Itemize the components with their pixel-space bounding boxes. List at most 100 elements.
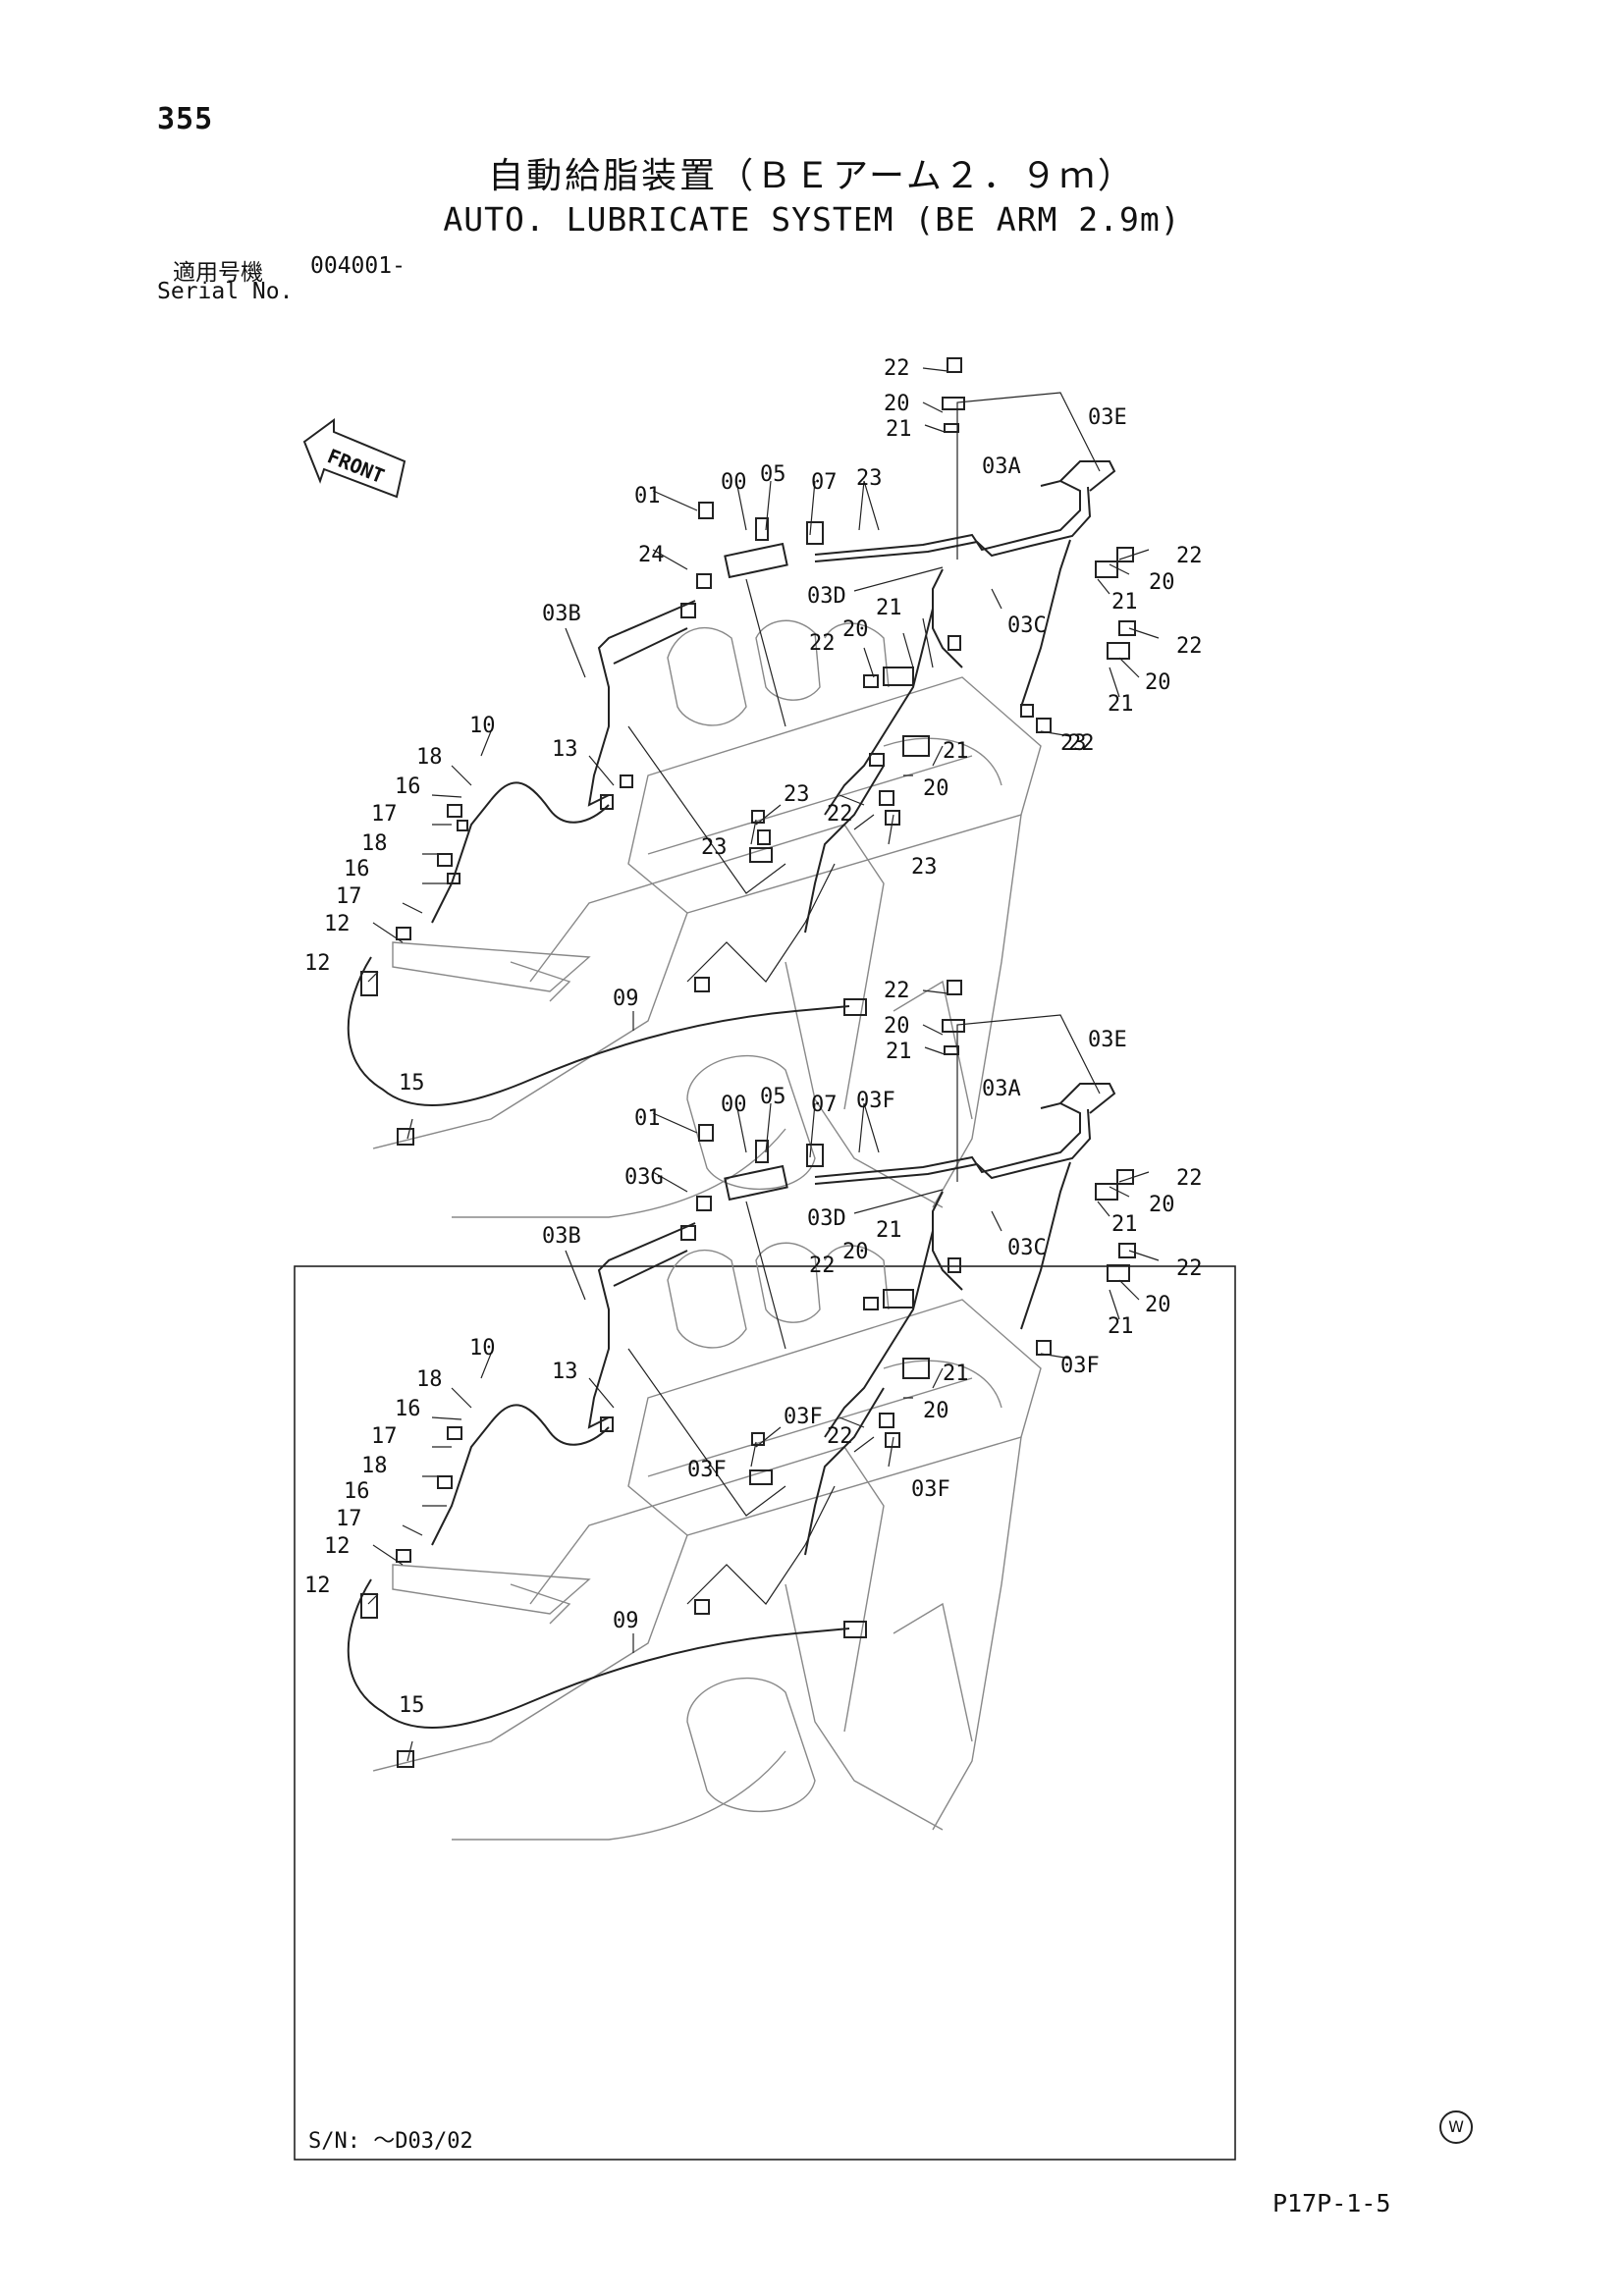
callout-label: 01 bbox=[634, 484, 661, 508]
diagram-bottom: 22 20 21 03E 03A 01 00 05 07 03F 03G 03D… bbox=[304, 979, 1203, 1841]
callout-label: 21 bbox=[943, 739, 969, 764]
callout-label: 20 bbox=[923, 776, 949, 801]
callout-label: 03A bbox=[982, 1077, 1021, 1101]
callout-label: 13 bbox=[552, 1360, 578, 1384]
callout-label: 16 bbox=[395, 774, 421, 799]
callout-label: 13 bbox=[552, 737, 578, 762]
callout-label: 12 bbox=[324, 1534, 351, 1559]
callout-label: 03B bbox=[542, 602, 581, 626]
callout-label: 03A bbox=[982, 454, 1021, 479]
callout-label: 23 bbox=[911, 855, 938, 880]
callout-label: 03C bbox=[1007, 1236, 1047, 1260]
callout-label: 07 bbox=[811, 470, 838, 495]
serial-value: 004001- bbox=[310, 253, 406, 279]
callout-label: 03F bbox=[1060, 1354, 1100, 1378]
callout-label: 15 bbox=[399, 1693, 425, 1718]
callout-label: 20 bbox=[1145, 1293, 1171, 1317]
callout-label: 23 bbox=[856, 466, 883, 491]
callout-label: 17 bbox=[336, 884, 362, 909]
callout-label: 05 bbox=[760, 1085, 786, 1109]
leader-lines bbox=[367, 989, 1160, 1762]
callout-label: 22 bbox=[884, 356, 910, 381]
callout-label: 16 bbox=[344, 1479, 370, 1504]
callout-label: 21 bbox=[1111, 590, 1138, 614]
callout-label: 12 bbox=[324, 912, 351, 936]
callout-label: 10 bbox=[469, 714, 496, 738]
callout-label: 20 bbox=[923, 1399, 949, 1423]
callout-label: 20 bbox=[842, 617, 869, 642]
callout-label: 21 bbox=[886, 1040, 912, 1064]
callout-label: 00 bbox=[721, 470, 747, 495]
callout-label: 23 bbox=[784, 782, 810, 807]
callout-label: 03F bbox=[784, 1405, 823, 1429]
callout-label: 17 bbox=[336, 1507, 362, 1531]
callout-label: 18 bbox=[361, 831, 388, 856]
callout-label: 16 bbox=[344, 857, 370, 881]
hose-lines bbox=[347, 460, 1116, 1106]
callout-label: 03D bbox=[807, 1206, 846, 1231]
callout-label: 18 bbox=[361, 1454, 388, 1478]
callout-label: 21 bbox=[1111, 1212, 1138, 1237]
hose-lines bbox=[347, 1083, 1116, 1729]
callouts-top: 22 20 21 03E 03A 01 00 05 07 23 24 03D 2… bbox=[304, 356, 1203, 1095]
callout-label: 22 bbox=[1176, 544, 1203, 568]
callout-label: 22 bbox=[884, 979, 910, 1003]
callout-label: 22 bbox=[809, 1254, 836, 1278]
callout-label: 12 bbox=[304, 1574, 331, 1598]
callout-label: 22 bbox=[1068, 731, 1095, 756]
callout-label: 12 bbox=[304, 951, 331, 976]
callout-label: 21 bbox=[886, 417, 912, 442]
machine-outline bbox=[372, 619, 1042, 1218]
callout-label: 03E bbox=[1088, 1028, 1127, 1052]
callout-label: 05 bbox=[760, 462, 786, 487]
callout-label: 09 bbox=[613, 987, 639, 1011]
callout-label: 03F bbox=[911, 1477, 950, 1502]
serial-label-english: Serial No. bbox=[157, 279, 294, 304]
page-code: P17P-1-5 bbox=[1272, 2189, 1391, 2217]
page-number: 355 bbox=[157, 102, 214, 136]
callout-label: 20 bbox=[884, 1014, 910, 1039]
machine-outline bbox=[372, 1242, 1042, 1841]
callout-label: 00 bbox=[721, 1093, 747, 1117]
callout-label: 21 bbox=[1108, 692, 1134, 717]
callouts-bottom: 22 20 21 03E 03A 01 00 05 07 03F 03G 03D… bbox=[304, 979, 1203, 1718]
fittings bbox=[360, 357, 1136, 1146]
callout-label: 03F bbox=[856, 1089, 895, 1113]
callout-label: 22 bbox=[1176, 1166, 1203, 1191]
front-arrow-icon: FRONT bbox=[302, 418, 406, 499]
fittings bbox=[360, 980, 1136, 1768]
callout-label: 21 bbox=[1108, 1314, 1134, 1339]
leader-lines bbox=[367, 367, 1160, 1140]
callout-label: 15 bbox=[399, 1071, 425, 1095]
callout-label: 03E bbox=[1088, 405, 1127, 430]
callout-label: 21 bbox=[876, 1218, 902, 1243]
title-japanese: 自動給脂装置（ＢＥアーム２．９ｍ） bbox=[488, 156, 1136, 196]
callout-label: 22 bbox=[1176, 1256, 1203, 1281]
callout-label: 20 bbox=[884, 392, 910, 416]
w-mark-icon: W bbox=[1439, 2110, 1473, 2144]
callout-label: 18 bbox=[416, 745, 443, 770]
callout-label: 03B bbox=[542, 1224, 581, 1249]
callout-label: 21 bbox=[943, 1362, 969, 1386]
callout-label: 20 bbox=[1149, 570, 1175, 595]
serial-note: S/N: ～D03/02 bbox=[308, 2129, 473, 2154]
callout-label: 24 bbox=[638, 543, 665, 567]
callout-label: 10 bbox=[469, 1336, 496, 1361]
callout-label: 23 bbox=[701, 835, 728, 860]
callout-label: 07 bbox=[811, 1093, 838, 1117]
callout-label: 17 bbox=[371, 1424, 398, 1449]
callout-label: 03G bbox=[624, 1165, 664, 1190]
callout-label: 03D bbox=[807, 584, 846, 609]
callout-label: 03F bbox=[687, 1458, 727, 1482]
callout-label: 09 bbox=[613, 1609, 639, 1633]
callout-label: 20 bbox=[1145, 670, 1171, 695]
serial-label-japanese: 適用号機 bbox=[173, 260, 263, 286]
callout-label: 03C bbox=[1007, 614, 1047, 638]
bottom-diagram-frame bbox=[294, 1265, 1236, 2161]
callout-label: 20 bbox=[842, 1240, 869, 1264]
callout-label: 16 bbox=[395, 1397, 421, 1421]
diagram-top: FRONT bbox=[302, 356, 1203, 1218]
callout-label: 18 bbox=[416, 1367, 443, 1392]
callout-label: 23 bbox=[1060, 731, 1087, 756]
